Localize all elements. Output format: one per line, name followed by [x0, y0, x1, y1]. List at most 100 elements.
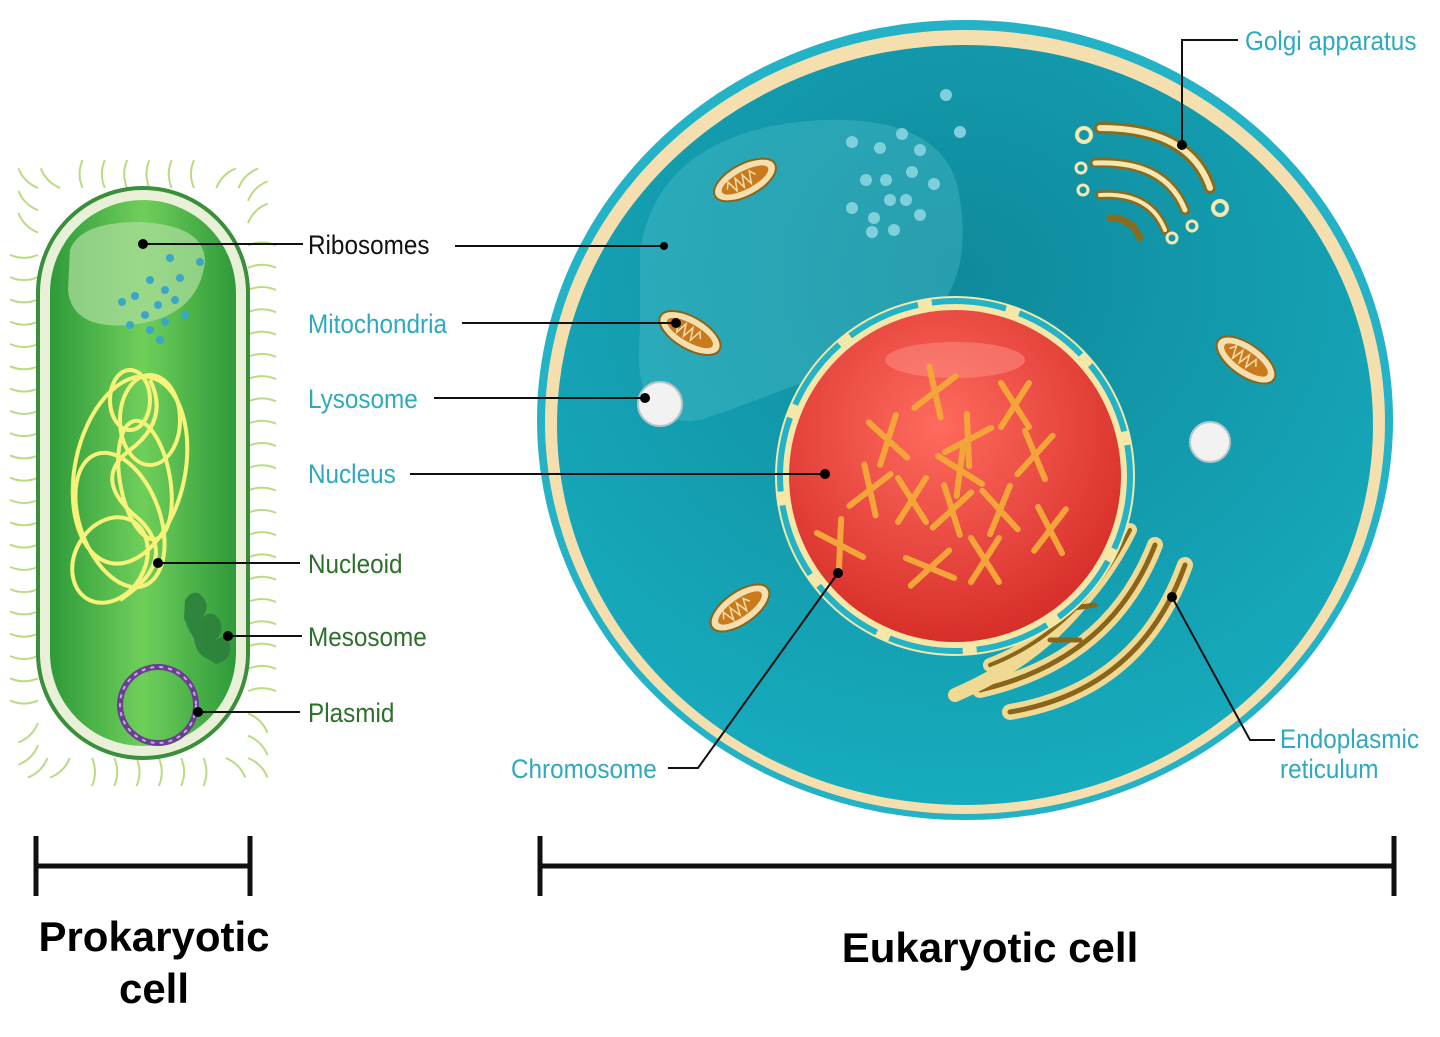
pilus	[17, 190, 39, 212]
pilus	[247, 419, 277, 425]
ribosome	[896, 128, 908, 140]
pilus	[9, 521, 39, 527]
golgi-apparatus	[1074, 122, 1229, 245]
chromatid	[941, 410, 995, 470]
chromatid	[968, 535, 1002, 585]
ribosome	[146, 326, 154, 334]
ribosome	[156, 336, 164, 344]
pilus	[9, 699, 39, 705]
chromosome	[935, 441, 985, 499]
chromosomes	[813, 363, 1069, 589]
pilus	[9, 543, 39, 549]
ribosome	[171, 296, 179, 304]
pilus	[18, 722, 39, 744]
pilus	[247, 664, 277, 670]
pilus	[113, 757, 119, 787]
chromatid	[895, 475, 929, 525]
eukaryote-scale-bar	[537, 836, 1397, 896]
mitochondrion	[713, 157, 777, 203]
chromatid	[902, 547, 958, 589]
ribosome	[126, 321, 134, 329]
chromosome	[911, 363, 959, 421]
chromatid	[979, 482, 1021, 538]
chromosome	[1031, 503, 1069, 557]
ribosome	[954, 126, 966, 138]
leader-lines	[138, 39, 1275, 769]
pilus	[167, 159, 173, 189]
nucleoid	[70, 368, 190, 605]
prokaryote-title-line2: cell	[119, 965, 189, 1012]
ribosomes	[118, 254, 204, 344]
pilus	[247, 687, 277, 693]
mesosome-label: Mesosome	[308, 623, 427, 652]
pilus	[247, 531, 277, 537]
chromatid	[1031, 503, 1069, 557]
ribosome	[846, 202, 858, 214]
er-label-line2: reticulum	[1280, 755, 1379, 784]
pilus	[237, 167, 259, 189]
chromatid	[935, 441, 985, 499]
pilus	[49, 757, 71, 779]
pilus	[9, 365, 39, 371]
ribosome	[141, 311, 149, 319]
chromatid	[911, 363, 959, 421]
pilus	[225, 757, 247, 778]
plasmid-label: Plasmid	[308, 699, 394, 728]
pilus	[9, 499, 39, 504]
pilus	[247, 620, 277, 626]
pilus	[91, 757, 96, 787]
ribosome	[161, 318, 169, 326]
chromosome	[865, 412, 911, 468]
pilus	[9, 432, 39, 438]
chromosome	[846, 461, 894, 519]
ribosome	[181, 311, 189, 319]
mitochondrion	[709, 583, 771, 633]
pilus	[39, 168, 61, 189]
lysosomes	[637, 381, 1231, 463]
ribosomes	[846, 89, 966, 238]
chromosome	[1014, 427, 1056, 483]
ribosome	[166, 254, 174, 262]
ribosome	[914, 144, 926, 156]
pilus	[247, 734, 269, 756]
pilus	[135, 757, 141, 787]
pilus	[9, 454, 39, 460]
ribosome	[884, 194, 896, 206]
pilus	[247, 180, 268, 202]
pilus	[9, 677, 39, 683]
chromosome	[998, 380, 1032, 430]
pilus	[247, 330, 277, 336]
chromosome	[968, 535, 1002, 585]
chromosome	[941, 410, 995, 470]
pilus	[247, 442, 277, 447]
ribosome	[914, 209, 926, 221]
golgi-label: Golgi apparatus	[1245, 27, 1416, 56]
pilus	[9, 343, 39, 348]
ribosome	[846, 136, 858, 148]
prokaryote-scale-bar	[33, 836, 253, 896]
pilus	[157, 757, 163, 787]
pilus	[9, 610, 39, 616]
pilus	[145, 159, 151, 189]
pilus	[9, 253, 39, 259]
ribosome	[940, 89, 952, 101]
pilus	[27, 757, 49, 779]
pilus	[17, 212, 39, 234]
eukaryotic-cell	[537, 20, 1393, 820]
pilus	[247, 757, 269, 778]
ribosome	[118, 298, 126, 306]
pilus	[18, 744, 39, 766]
pilus	[9, 298, 39, 304]
chromatid	[1014, 427, 1056, 483]
pilus	[180, 757, 186, 787]
mitochondria-label: Mitochondria	[308, 310, 448, 339]
pilus	[247, 286, 277, 291]
pilus	[9, 320, 39, 326]
pilus	[247, 263, 277, 269]
ribosome	[866, 226, 878, 238]
chromatid	[865, 412, 911, 468]
chromatid	[929, 482, 975, 538]
eukaryote-title: Eukaryotic cell	[842, 924, 1138, 971]
chromosome	[979, 482, 1021, 538]
pilus	[123, 159, 129, 189]
